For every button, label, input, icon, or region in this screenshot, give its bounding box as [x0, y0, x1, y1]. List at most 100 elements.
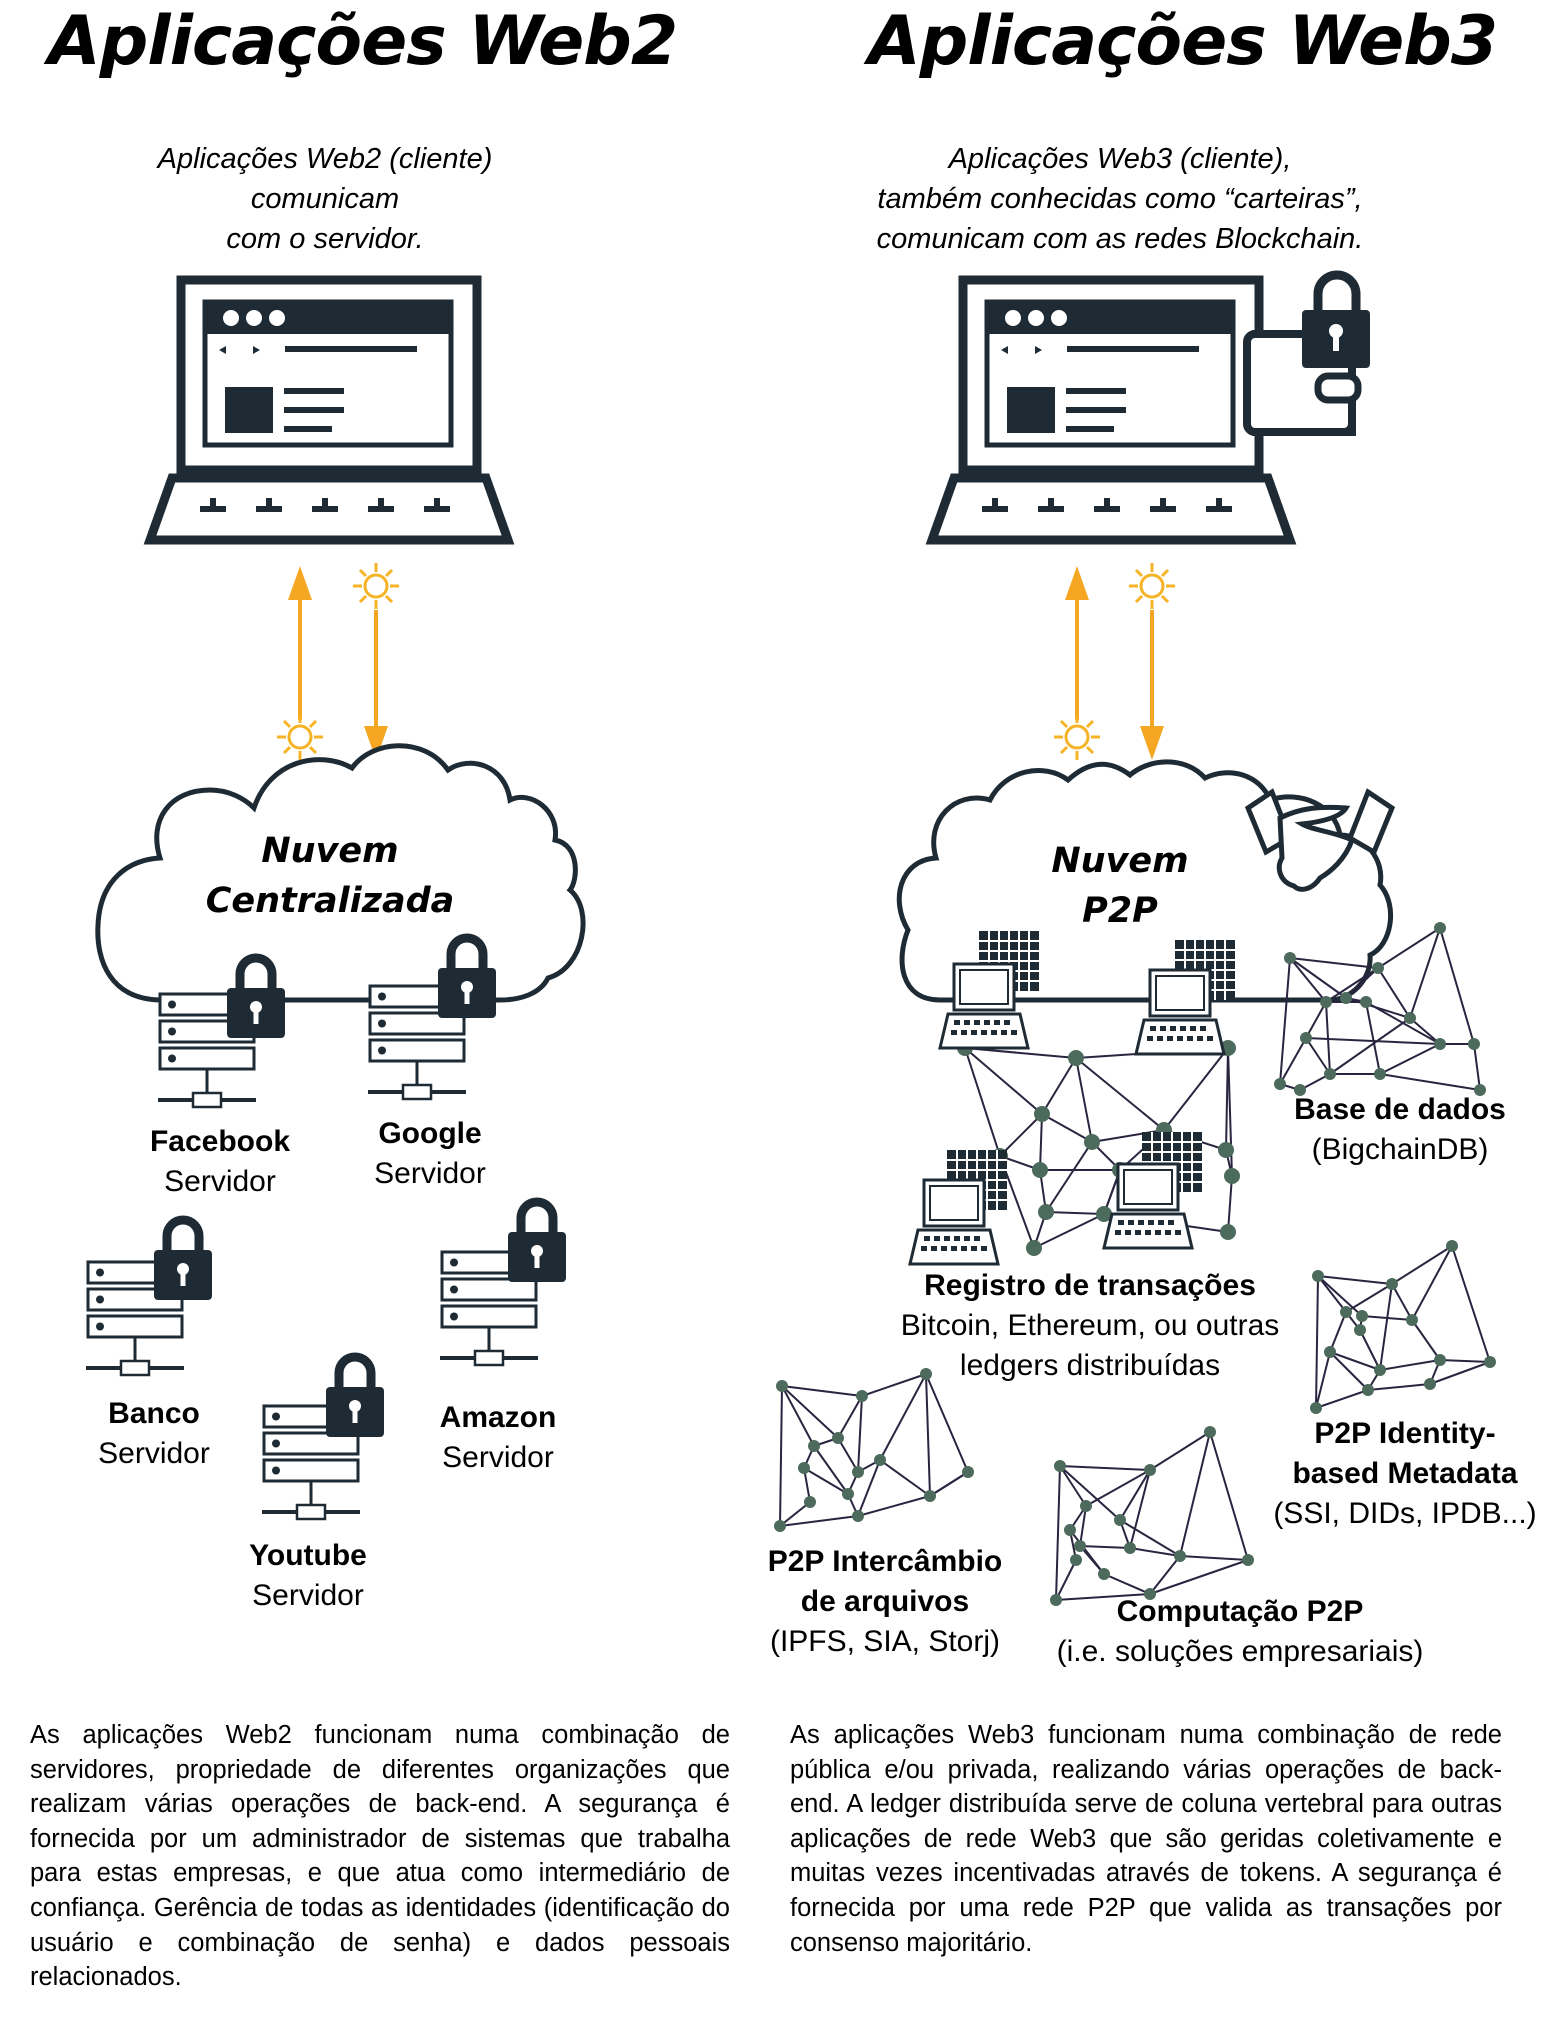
network-node	[1144, 1588, 1156, 1600]
network-edge	[1045, 1141, 1093, 1213]
network-edge	[1279, 1037, 1307, 1085]
network-edge	[1439, 927, 1475, 1045]
network-node	[1356, 1310, 1368, 1322]
network-node	[1284, 952, 1296, 964]
network-edge	[1411, 1319, 1441, 1361]
sun-icon	[275, 712, 325, 762]
network-edge	[879, 1459, 931, 1497]
network-node	[1204, 1426, 1216, 1438]
network-edge	[1033, 1213, 1105, 1249]
network-label-identity: P2P Identity- based Metadata (SSI, DIDs,…	[1255, 1414, 1549, 1534]
title-web3: Aplicações Web3	[868, 2, 1498, 81]
network-edge	[1055, 1559, 1077, 1601]
wallet-lock-icon	[1243, 270, 1370, 436]
network-edge	[1391, 1245, 1453, 1285]
network-edge	[964, 1047, 1077, 1059]
network-sub-line: ledgers distribuídas	[959, 1349, 1221, 1382]
network-edge	[1315, 1389, 1369, 1409]
network-name-line: P2P Intercâmbio	[767, 1545, 1003, 1578]
network-node	[1424, 1378, 1436, 1390]
network-node	[1080, 1500, 1092, 1512]
cloud-label-line: Nuvem	[1051, 841, 1189, 881]
network-node	[1224, 1168, 1240, 1184]
network-node	[832, 1432, 844, 1444]
network-node	[1434, 1038, 1446, 1050]
caption-web2-line: Aplicações Web2 (cliente)	[157, 143, 493, 175]
network-edge	[1409, 927, 1441, 1019]
network-edge	[1163, 1047, 1229, 1131]
network-edge	[857, 1495, 931, 1517]
network-edge	[1379, 1359, 1441, 1371]
network-edge	[999, 1113, 1043, 1157]
network-node	[1374, 1068, 1386, 1080]
network-edge	[1305, 1001, 1327, 1039]
network-edge	[781, 1385, 815, 1447]
network-edge	[1059, 1465, 1121, 1521]
server-name: Youtube	[249, 1539, 367, 1572]
network-edge	[1279, 957, 1291, 1085]
network-edge	[1329, 1017, 1411, 1075]
network-edge	[1149, 1555, 1181, 1595]
network-node	[1070, 1554, 1082, 1566]
network-edge	[1227, 1175, 1233, 1233]
arrow-icon-up-web3	[1065, 566, 1089, 720]
network-node	[1468, 1038, 1480, 1050]
network-node	[1026, 1240, 1042, 1256]
network-node	[776, 1380, 788, 1392]
network-node	[1114, 1514, 1126, 1526]
network-node	[1360, 996, 1372, 1008]
description-web3: As aplicações Web3 funcionam numa combin…	[790, 1721, 1502, 1957]
cloud-label-web2: Nuvem Centralizada	[180, 826, 480, 926]
network-node	[1324, 1068, 1336, 1080]
network-node	[1312, 1270, 1324, 1282]
network-node	[1054, 1460, 1066, 1472]
network-name: Computação P2P	[1116, 1595, 1364, 1628]
network-node	[874, 1454, 886, 1466]
network-node	[1218, 1142, 1234, 1158]
network-node	[1320, 996, 1332, 1008]
network-edge	[1451, 1245, 1491, 1363]
network-node	[1386, 1278, 1398, 1290]
network-node	[1084, 1134, 1100, 1150]
network-edge	[1079, 1545, 1131, 1549]
network-edge	[1359, 1329, 1381, 1371]
network-edge	[1429, 1361, 1491, 1385]
network-edge	[929, 1471, 969, 1497]
network-node	[1068, 1050, 1084, 1066]
laptop-icon-web3	[925, 275, 1297, 545]
server-sub: Servidor	[252, 1579, 364, 1612]
server-label-banco: Banco Servidor	[54, 1394, 254, 1474]
server-sub: Servidor	[374, 1157, 486, 1190]
network-edge	[1179, 1555, 1249, 1561]
network-edge	[857, 1395, 863, 1473]
server-name: Banco	[108, 1397, 200, 1430]
network-edge	[1329, 1351, 1369, 1391]
title-web2: Aplicações Web2	[48, 2, 678, 81]
arrow-icon-up-web2	[288, 566, 312, 720]
network-node	[1404, 1012, 1416, 1024]
network-edge	[1289, 957, 1379, 969]
network-graph-icon-files	[774, 1368, 974, 1532]
network-edge	[964, 1047, 1043, 1115]
description-web2: As aplicações Web2 funcionam numa combin…	[30, 1721, 730, 1992]
network-node	[852, 1466, 864, 1478]
server-sub: Servidor	[98, 1437, 210, 1470]
caption-web3-line: também conhecidas como “carteiras”,	[877, 183, 1363, 215]
laptop-node-icon	[908, 1178, 1000, 1266]
network-edge	[1075, 1057, 1093, 1143]
network-node	[1174, 1550, 1186, 1562]
network-node	[1124, 1542, 1136, 1554]
network-edge	[837, 1437, 859, 1473]
network-node	[1032, 1162, 1048, 1178]
network-edge	[1365, 1001, 1381, 1075]
network-edge	[1391, 1283, 1413, 1321]
network-node	[1274, 1078, 1286, 1090]
network-edge	[1055, 1465, 1061, 1601]
server-name: Amazon	[439, 1401, 557, 1434]
network-node	[1034, 1106, 1050, 1122]
network-node	[1324, 1346, 1336, 1358]
network-edge	[1225, 1047, 1229, 1151]
network-label-database: Base de dados (BigchainDB)	[1250, 1090, 1549, 1170]
network-sub: (SSI, DIDs, IPDB...)	[1273, 1497, 1537, 1530]
